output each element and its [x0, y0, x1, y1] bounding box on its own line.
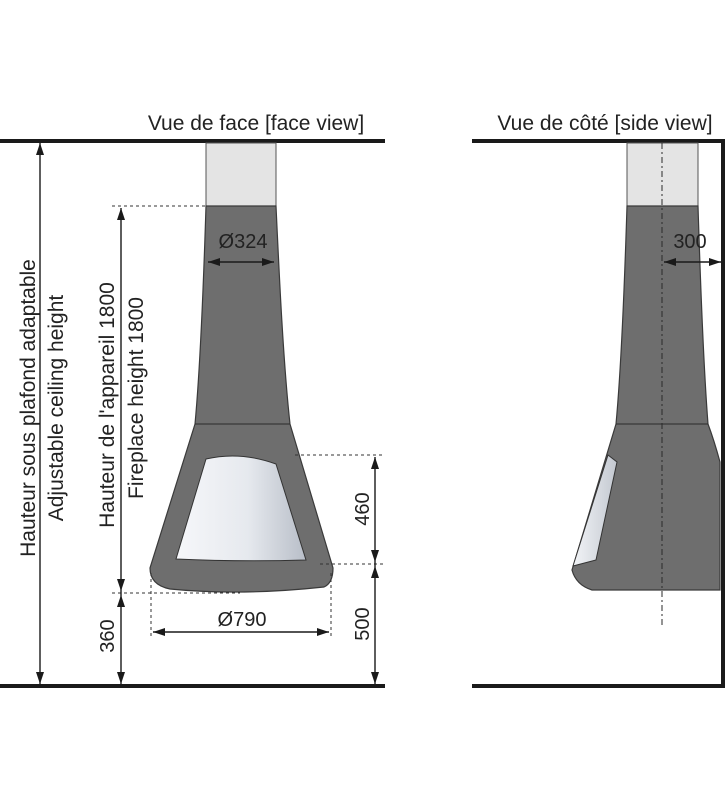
floor-dim-arrow-top	[117, 595, 125, 607]
side-depth-arrow-right	[709, 258, 721, 266]
flue-diameter-arrow-right	[262, 258, 274, 266]
front-flue-pipe	[205, 142, 277, 207]
window-dim-arrow-bottom	[371, 550, 379, 562]
flue-diameter-arrow-left	[208, 258, 220, 266]
fireplace-height-en-label: Fireplace height 1800	[125, 297, 148, 499]
base-diameter-arrow-left	[153, 628, 165, 636]
front-view: Ø324 Ø790 460 500 Hauteur de l'appareil …	[0, 112, 385, 688]
ceiling-dim-arrow-bottom	[36, 672, 44, 684]
side-view-title: Vue de côté [side view]	[497, 112, 712, 135]
front-view-title: Vue de face [face view]	[148, 112, 364, 135]
floor-clearance-left-label: 360	[97, 619, 119, 652]
base-diameter-label: Ø790	[218, 609, 267, 631]
clearance-dim-arrow-top	[371, 566, 379, 578]
floor-dim-arrow-bottom	[117, 672, 125, 684]
ceiling-dim-arrow-top	[36, 143, 44, 155]
side-glass-window	[572, 454, 618, 567]
side-depth-label: 300	[673, 231, 706, 253]
front-glass-window	[175, 455, 307, 562]
base-clearance-right-label: 500	[352, 607, 374, 640]
side-depth-arrow-left	[664, 258, 676, 266]
ceiling-height-en-label: Adjustable ceiling height	[45, 295, 68, 522]
ceiling-height-fr-label: Hauteur sous plafond adaptable	[17, 259, 40, 557]
window-dim-arrow-top	[371, 457, 379, 469]
fireplace-dim-arrow-top	[117, 208, 125, 220]
window-height-label: 460	[352, 492, 374, 525]
base-diameter-arrow-right	[317, 628, 329, 636]
clearance-dim-arrow-bottom	[371, 672, 379, 684]
side-view: 300 Vue de côté [side view]	[472, 112, 725, 688]
fireplace-height-fr-label: Hauteur de l'appareil 1800	[96, 282, 119, 528]
flue-diameter-label: Ø324	[219, 231, 268, 253]
fireplace-dim-arrow-bottom	[117, 579, 125, 591]
